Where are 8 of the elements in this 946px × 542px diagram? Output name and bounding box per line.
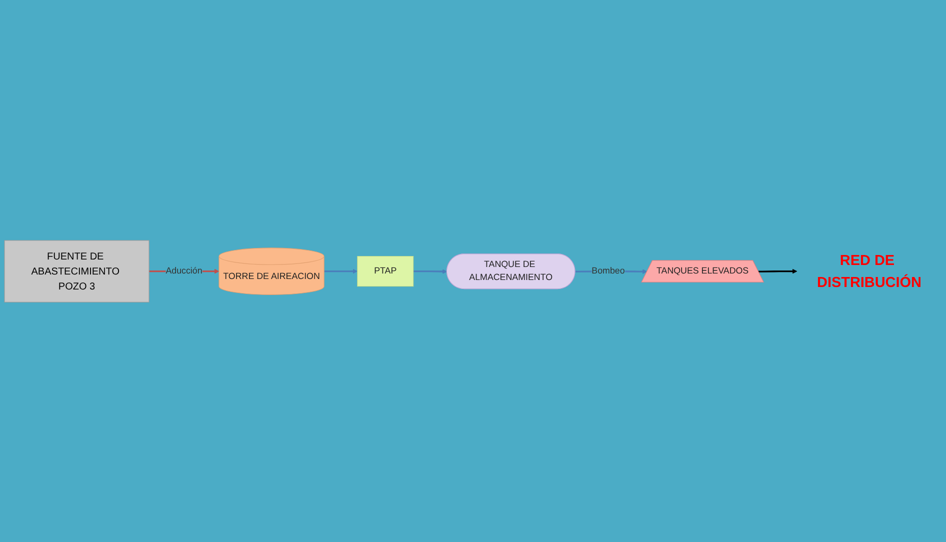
- arrow: [413, 268, 448, 274]
- node-box: PTAP: [357, 256, 414, 286]
- edge-label: Aducción: [166, 266, 202, 276]
- arrow: [758, 268, 798, 274]
- edge-label: Bombeo: [592, 266, 625, 276]
- node-box: FUENTE DE ABASTECIMIENTO POZO 3: [4, 240, 150, 302]
- arrow: [324, 268, 358, 274]
- node-text: RED DE DISTRIBUCIÓN: [817, 252, 922, 290]
